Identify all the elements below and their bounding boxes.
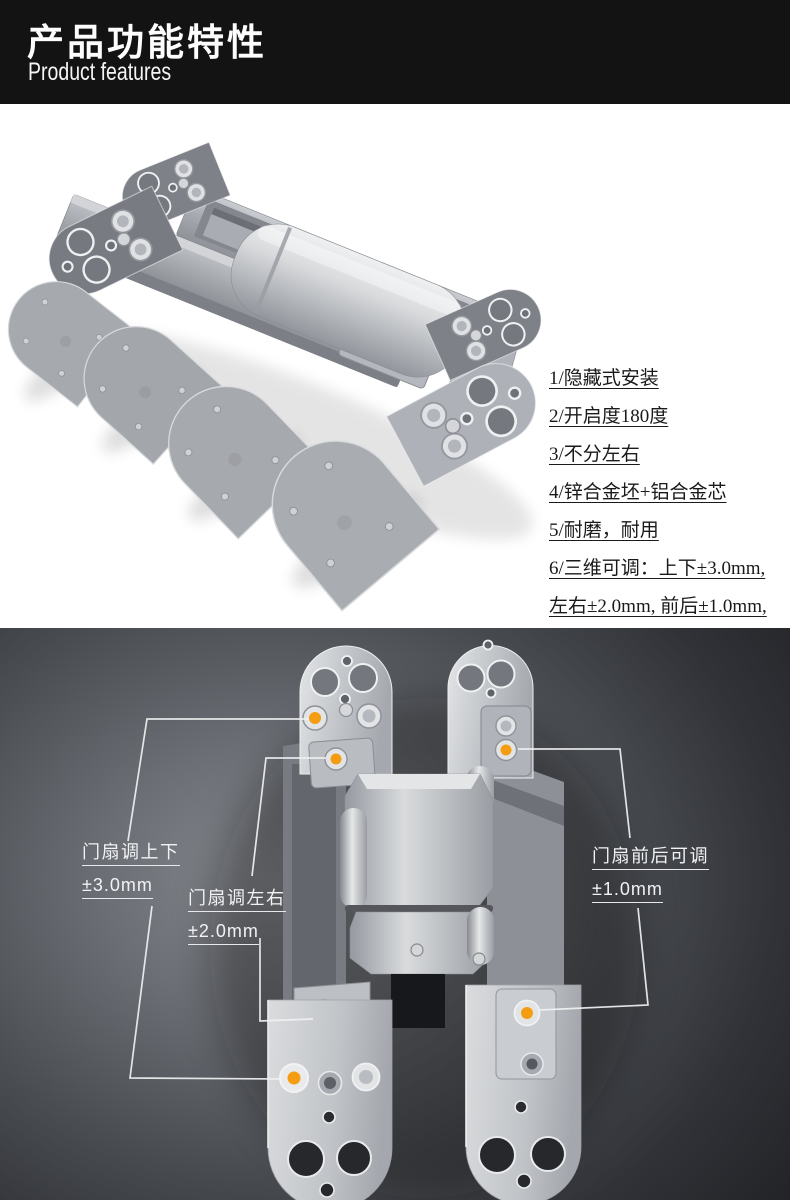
callout-line-up-down-bottom [129, 905, 283, 1080]
product-photo-hinge [0, 141, 552, 612]
callout-line-front-back-top [518, 748, 631, 839]
annotation-up-down: 门扇调上下 ±3.0mm [82, 843, 180, 899]
top-section: 1/隐藏式安装 2/开启度180度 3/不分左右 4/锌合金坯+铝合金芯 5/耐… [0, 104, 790, 655]
adjustment-screw-marker [287, 1071, 301, 1085]
callout-lines [127, 718, 649, 1080]
callout-line-up-down-top [127, 718, 309, 842]
adjustment-screw-marker [309, 712, 321, 724]
arm-top-left [299, 645, 393, 789]
annotation-title: 门扇调上下 [82, 843, 180, 866]
feature-item: 6/三维可调：上下±3.0mm, [549, 558, 766, 579]
feature-item: 4/锌合金坯+铝合金芯 [549, 482, 727, 503]
feature-item: 2/开启度180度 [549, 406, 669, 427]
annotation-value: ±2.0mm [188, 922, 259, 945]
right-side-plate [487, 754, 564, 1058]
callout-line-front-back-bottom [539, 907, 649, 1011]
annotation-value: ±1.0mm [592, 880, 663, 903]
page-title: 产品功能特性 [27, 22, 267, 63]
annotation-left-right: 门扇调左右 ±2.0mm [188, 889, 286, 945]
arm-top-right [447, 639, 534, 779]
annotation-title: 门扇调左右 [188, 889, 286, 912]
callout-line-left-right-bottom [259, 938, 314, 1022]
annotation-front-back: 门扇前后可调 ±1.0mm [592, 847, 709, 903]
feature-item: 5/耐磨，耐用 [549, 520, 659, 541]
annotation-title: 门扇前后可调 [592, 847, 709, 870]
feature-list: 1/隐藏式安装 2/开启度180度 3/不分左右 4/锌合金坯+铝合金芯 5/耐… [549, 363, 767, 667]
adjustment-screw-marker [330, 753, 342, 765]
callout-line-left-right-top [251, 757, 326, 877]
feature-item: 1/隐藏式安装 [549, 368, 659, 389]
arm-bottom-left [267, 981, 393, 1200]
feature-item: 3/不分左右 [549, 444, 640, 465]
bottom-section: 门扇调上下 ±3.0mm 门扇调左右 ±2.0mm 门扇前后可调 ±1.0mm [0, 628, 790, 1200]
hinge-barrel-assembly [340, 766, 494, 1028]
adjustment-screw-marker [500, 744, 512, 756]
arm-bottom-right [465, 984, 582, 1200]
page-subtitle: Product features [28, 58, 172, 86]
feature-item: 左右±2.0mm, 前后±1.0mm, [549, 596, 767, 617]
adjustment-photo-hinge [127, 639, 649, 1200]
annotation-value: ±3.0mm [82, 876, 153, 899]
adjustment-screw-marker [521, 1007, 533, 1019]
header: 产品功能特性 Product features [0, 0, 790, 104]
